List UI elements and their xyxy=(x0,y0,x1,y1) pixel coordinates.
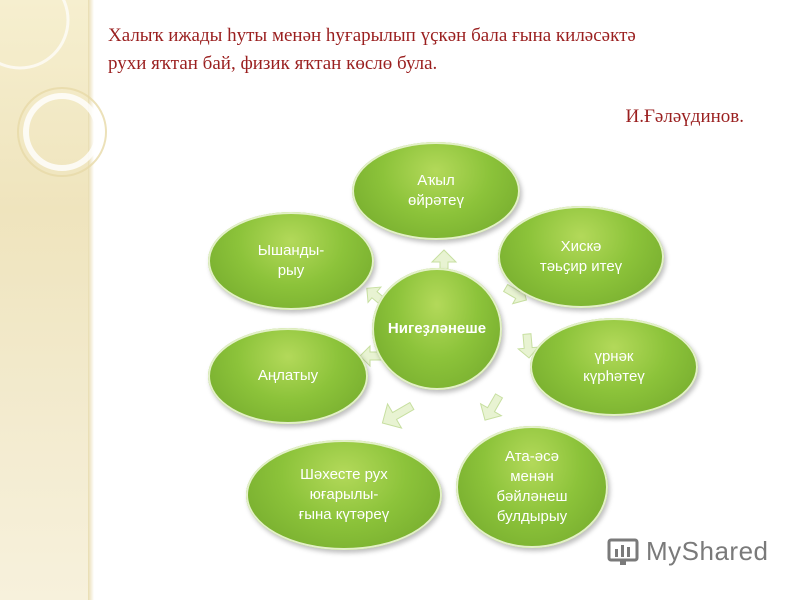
node-urnek: үрнәк күрһәтеү xyxy=(530,318,698,416)
node-yshandy: Ышанды- рыу xyxy=(208,212,374,310)
logo-text: MyShared xyxy=(646,536,769,566)
node-akyl-label: Аҡыл өйрәтеү xyxy=(408,172,464,209)
logo: MyShared xyxy=(606,536,769,567)
node-ata-ese-label: Ата-әсә менән бәйләнеш булдырыу xyxy=(496,448,568,525)
node-center: Нигеҙләнеше xyxy=(372,268,502,390)
node-anlatyu: Аңлатыу xyxy=(208,328,368,424)
node-hiske-label: Хискә тәьҫир итеү xyxy=(539,238,623,275)
arrow-to-shekhes xyxy=(381,401,415,429)
node-urnek-label: үрнәк күрһәтеү xyxy=(583,348,645,385)
node-hiske: Хискә тәьҫир итеү xyxy=(498,206,664,308)
band-edge xyxy=(88,0,94,600)
node-anlatyu-label: Аңлатыу xyxy=(257,367,319,384)
node-shekhes: Шәхесте рух юғарылы- ғына күтәреү xyxy=(246,440,442,550)
decorative-circles xyxy=(0,0,107,177)
logo-icon xyxy=(607,538,639,565)
arrow-to-ata-ese xyxy=(479,393,504,421)
node-center-label: Нигеҙләнеше xyxy=(387,320,487,337)
node-shekhes-label: Шәхесте рух юғарылы- ғына күтәреү xyxy=(298,466,390,523)
quote: Халыҡ ижады һуты менән һуғарылып үҫкән б… xyxy=(108,22,748,78)
node-akyl: Аҡыл өйрәтеү xyxy=(352,142,520,240)
quote-line-1: Халыҡ ижады һуты менән һуғарылып үҫкән б… xyxy=(108,25,636,46)
quote-author: И.Ғәләүдинов. xyxy=(625,106,744,127)
deco-circle-1 xyxy=(23,93,101,171)
deco-circle-2 xyxy=(17,87,107,177)
node-yshandy-label: Ышанды- рыу xyxy=(257,242,325,279)
deco-circle-3 xyxy=(0,0,70,70)
node-ata-ese: Ата-әсә менән бәйләнеш булдырыу xyxy=(456,426,608,548)
quote-line-2: рухи яҡтан бай, физик яҡтан көслө була. xyxy=(108,53,438,74)
